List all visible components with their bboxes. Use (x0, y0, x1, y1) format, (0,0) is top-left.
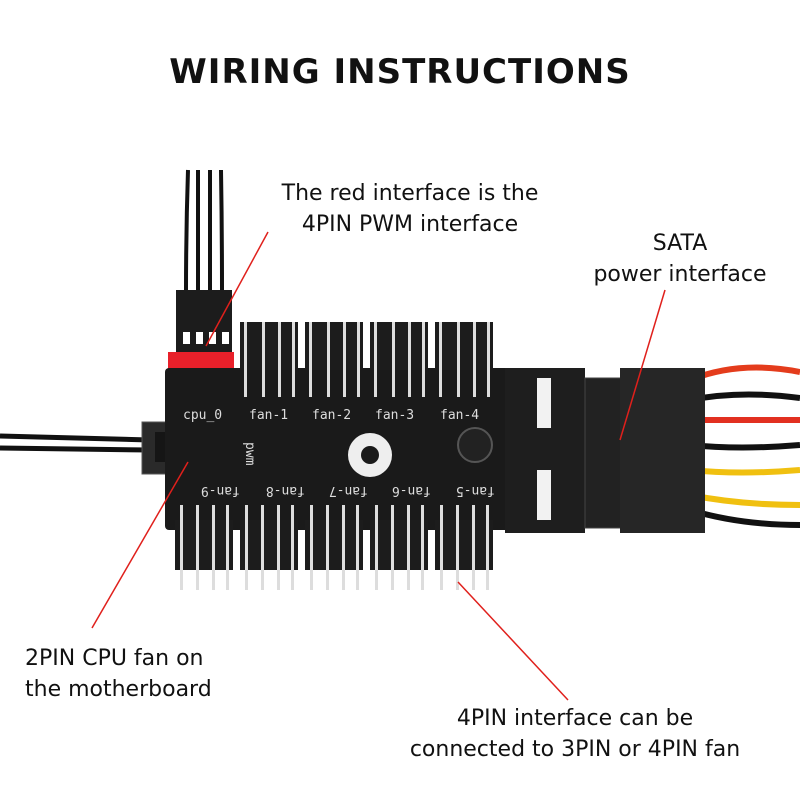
pointer-cpu (91, 461, 189, 629)
pointer-pwm (205, 231, 269, 347)
annotation-4pin-line1: 4PIN interface can be (456, 706, 694, 731)
annotation-sata-line1: SATA (652, 231, 708, 256)
annotation-cpu-line1: 2PIN CPU fan on (25, 646, 204, 671)
label-fan2: fan-2 (312, 408, 351, 423)
top-fan-headers (240, 322, 493, 397)
label-cpu0: cpu_0 (183, 408, 222, 423)
label-pwm: pwm (242, 442, 257, 466)
annotation-cpu: 2PIN CPU fan on the motherboard (25, 643, 255, 705)
annotation-4pin-line2: connected to 3PIN or 4PIN fan (409, 737, 741, 762)
label-fan3: fan-3 (375, 408, 414, 423)
label-fan4: fan-4 (440, 408, 479, 423)
annotation-sata: SATA power interface (570, 228, 790, 290)
annotation-pwm: The red interface is the 4PIN PWM interf… (250, 178, 570, 240)
label-fan1: fan-1 (249, 408, 288, 423)
annotation-pwm-line1: The red interface is the (281, 181, 539, 206)
annotation-pwm-line2: 4PIN PWM interface (301, 212, 519, 237)
sata-connector (505, 368, 705, 533)
pwm-cable (168, 169, 234, 376)
annotation-sata-line2: power interface (593, 262, 767, 287)
pointer-4pin (457, 581, 569, 701)
pointer-lines (91, 231, 666, 701)
label-fan8: fan-8 (266, 483, 305, 498)
pointer-sata (619, 289, 666, 441)
bottom-fan-headers (175, 505, 493, 590)
annotation-cpu-line2: the motherboard (25, 677, 212, 702)
sata-wires (688, 364, 800, 528)
label-fan9: fan-9 (201, 483, 240, 498)
capacitor (457, 427, 493, 463)
label-fan6: fan-6 (392, 483, 431, 498)
label-fan5: fan-5 (456, 483, 495, 498)
pcb-board (165, 368, 510, 530)
annotation-4pin: 4PIN interface can be connected to 3PIN … (395, 703, 755, 765)
page-title: WIRING INSTRUCTIONS (169, 52, 631, 92)
label-fan7: fan-7 (329, 483, 368, 498)
